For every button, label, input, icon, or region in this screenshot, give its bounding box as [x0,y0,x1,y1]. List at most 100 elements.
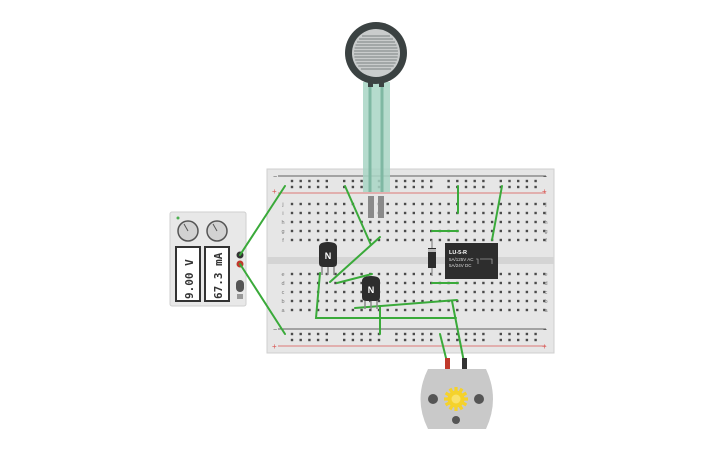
breadboard-hole [395,238,398,242]
rail-hole [351,332,355,336]
breadboard-hole [290,290,294,294]
rail-hole [517,332,520,336]
breadboard-hole [447,238,450,242]
rail-hole [403,185,407,189]
wire-supply-negative[interactable] [239,185,286,256]
breadboard-hole [464,299,468,303]
breadboard-hole [395,299,398,303]
wire-supply-positive[interactable] [239,263,286,335]
rail-hole [308,179,311,183]
current-display [204,246,230,302]
relay-rating-dc: 5A/24V DC [449,263,472,268]
rail-hole [534,185,537,189]
breadboard-hole [360,281,363,285]
breadboard-hole [438,290,442,294]
breadboard-hole [403,202,407,206]
breadboard-hole [290,202,294,206]
breadboard-hole [464,238,468,242]
breadboard-hole [343,290,346,294]
relay[interactable]: LU-5-R 5A/125V AC 5A/24V DC [445,243,498,279]
rail-hole [482,332,485,336]
breadboard-hole [343,272,346,276]
breadboard-hole [421,211,424,215]
motor-lead-black [462,358,467,370]
breadboard-hole [525,290,529,294]
breadboard-hole [473,281,476,285]
voltage-readout: 9.00 V [183,259,196,299]
force-sensor[interactable] [345,22,407,218]
wire-transistor-link[interactable] [336,273,373,284]
breadboard-hole [430,290,433,294]
diode[interactable] [428,240,436,276]
breadboard-hole [299,272,302,276]
breadboard-hole [395,229,398,233]
rail-hole [456,332,459,336]
dc-motor[interactable] [420,358,494,429]
breadboard-hole [490,281,494,285]
breadboard-hole [308,299,311,303]
rail-hole [377,338,381,342]
breadboard-hole [360,211,363,215]
breadboard-hole [386,308,389,312]
breadboard-hole [290,229,294,233]
rail-hole [447,332,450,336]
breadboard-hole [290,272,294,276]
breadboard-hole [412,299,415,303]
breadboard-hole [334,290,337,294]
wire-motor-a[interactable] [451,300,465,363]
power-supply[interactable]: 9.00 V 67.3 mA [169,211,247,307]
breadboard-hole [334,202,337,206]
breadboard-hole [299,229,302,233]
breadboard-hole [543,202,546,206]
power-switch[interactable] [236,280,244,292]
rail-hole [473,179,476,183]
wire-fsr-to-gate[interactable] [344,185,372,246]
rail-hole [508,179,511,183]
breadboard-hole [325,220,328,224]
breadboard-hole [421,229,424,233]
breadboard-hole [299,202,302,206]
rail-hole [299,179,302,183]
breadboard-hole [412,272,415,276]
rail-hole [403,332,407,336]
breadboard-hole [456,290,459,294]
breadboard-hole [290,220,294,224]
wire-collector-relay[interactable] [354,299,458,309]
breadboard-hole [325,211,328,215]
breadboard-hole [517,290,520,294]
wire-relay-coil[interactable] [491,185,503,241]
rail-hole [464,338,468,342]
breadboard-hole [517,211,520,215]
breadboard-hole [499,238,502,242]
rail-hole [482,179,485,183]
wire-emitter-bus[interactable] [314,272,457,319]
breadboard-hole [508,211,511,215]
breadboard-hole [473,290,476,294]
breadboard-hole [351,308,355,312]
transistor-right[interactable]: N [362,276,380,309]
breadboard-hole [325,299,328,303]
breadboard-hole [499,299,502,303]
breadboard-hole [482,238,485,242]
gear-icon[interactable] [444,387,468,411]
breadboard-hole [412,308,415,312]
breadboard-hole [517,229,520,233]
breadboard-hole [316,202,320,206]
row-letter: j [544,202,546,208]
wires[interactable] [239,185,503,363]
breadboard-hole [438,211,442,215]
wire-motor-b[interactable] [439,333,448,363]
motor-lead-red [445,358,450,370]
rail-hole [360,338,363,342]
breadboard-hole [386,281,389,285]
breadboard-hole [499,229,502,233]
breadboard-hole [412,290,415,294]
rail-hole [343,179,346,183]
breadboard-hole [456,299,459,303]
breadboard-hole [421,272,424,276]
wire-base-link[interactable] [329,236,381,283]
breadboard-hole [377,238,381,242]
transistor-left[interactable]: N [319,242,337,275]
rail-hole [360,179,363,183]
